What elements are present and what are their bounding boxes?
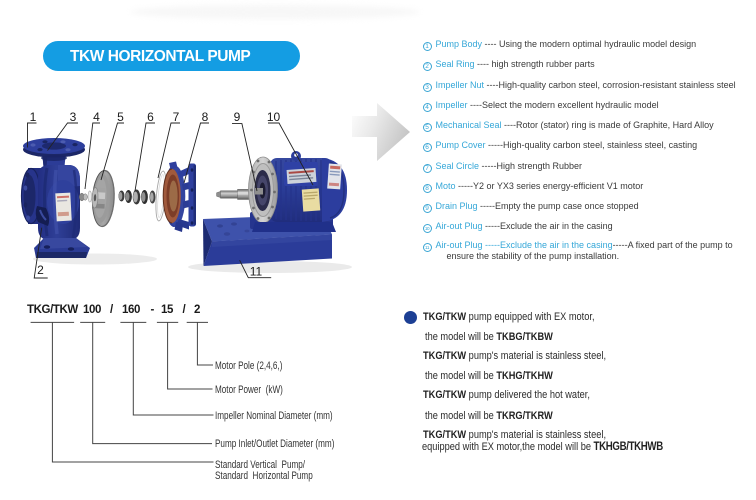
svg-text:3: 3 xyxy=(70,110,77,124)
svg-text:6: 6 xyxy=(147,110,154,124)
svg-text:11: 11 xyxy=(250,265,263,279)
svg-text:4: 4 xyxy=(93,110,100,124)
svg-text:5: 5 xyxy=(117,110,124,124)
svg-text:1: 1 xyxy=(30,110,37,124)
svg-text:2: 2 xyxy=(37,263,44,277)
svg-text:9: 9 xyxy=(234,110,241,124)
svg-text:10: 10 xyxy=(267,110,281,124)
svg-text:8: 8 xyxy=(202,110,209,124)
svg-text:7: 7 xyxy=(173,110,180,124)
